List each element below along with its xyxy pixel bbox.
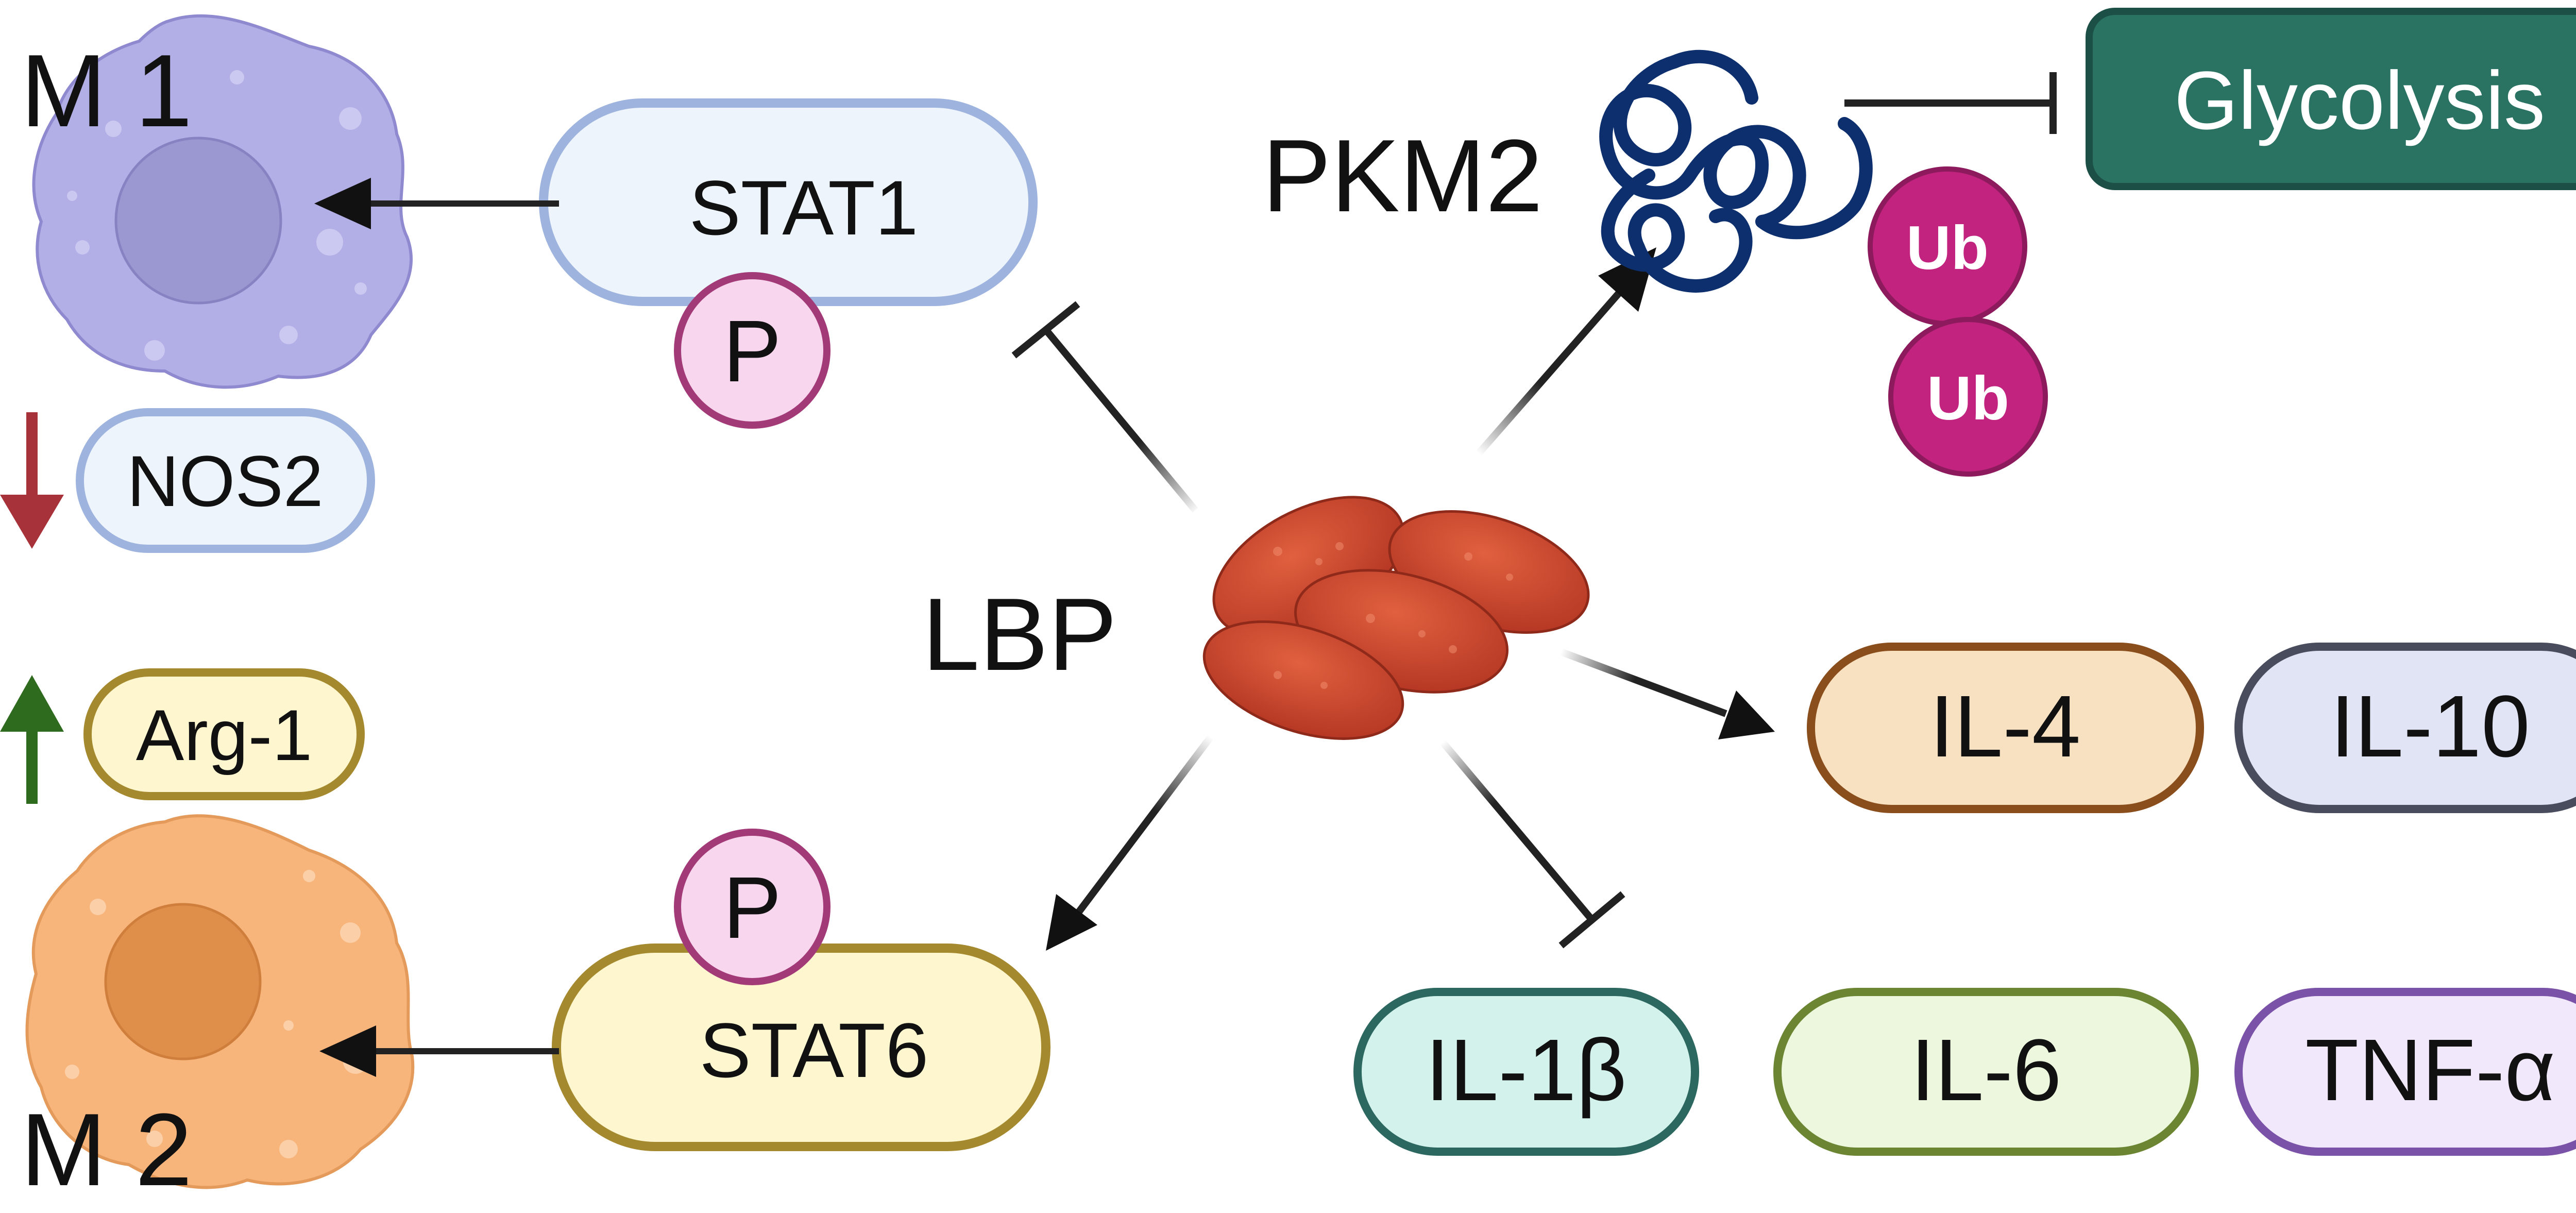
nos2-label: NOS2 xyxy=(127,441,323,521)
arg1-pill xyxy=(83,668,365,800)
down-arrow-icon xyxy=(0,412,64,549)
glycolysis-label: Glycolysis xyxy=(2174,54,2545,146)
arg1-label: Arg-1 xyxy=(136,695,312,776)
nos2-pill xyxy=(76,408,375,553)
stat1-to-m1-arrowhead xyxy=(314,178,371,229)
pkm2-protein-icon xyxy=(1599,49,1873,293)
ub-tag-1-label: Ub xyxy=(1906,213,1989,282)
lbp-berries-icon xyxy=(1202,496,1590,740)
il10-pill xyxy=(2234,643,2576,813)
stat6-node: STAT6 P xyxy=(552,829,1050,1151)
lbp-inhibits-cytokines-line xyxy=(1439,739,1595,922)
stat6-to-m2-arrowhead xyxy=(319,1025,376,1077)
lbp-to-stat6-arrowhead xyxy=(1046,894,1097,951)
lbp-inhibits-stat1-line xyxy=(1043,327,1198,513)
lbp-to-stat6-line xyxy=(1074,734,1214,917)
il10-label: IL-10 xyxy=(2330,678,2530,776)
stat6-label: STAT6 xyxy=(700,1007,929,1093)
nos2-node: NOS2 xyxy=(76,408,375,553)
glycolysis-box xyxy=(2086,8,2576,190)
stat1-label: STAT1 xyxy=(689,164,919,251)
m2-label: M 2 xyxy=(21,1092,192,1207)
il4-node: IL-4 xyxy=(1807,643,2204,813)
tnfa-pill xyxy=(2234,988,2576,1156)
lbp-inhibits-stat1-bar xyxy=(1011,301,1080,359)
lbp-inhibits-cytokines-bar xyxy=(1558,891,1625,949)
glycolysis-node: Glycolysis xyxy=(2086,8,2576,190)
tnfa-node: TNF-α xyxy=(2234,988,2576,1156)
m1-macrophage: M 1 xyxy=(21,14,413,389)
stat1-node: STAT1 P xyxy=(539,98,1038,429)
lbp-to-pkm2-line xyxy=(1476,286,1626,456)
m1-vesicles xyxy=(67,70,367,361)
il6-node: IL-6 xyxy=(1773,988,2199,1156)
lbp-label: LBP xyxy=(922,577,1117,692)
m2-nucleus xyxy=(104,903,262,1060)
il1b-pill xyxy=(1353,988,1699,1156)
stat1-phospho xyxy=(674,272,831,429)
pkm2-label: PKM2 xyxy=(1262,119,1543,233)
lbp-to-il4-arrowhead xyxy=(1718,690,1775,739)
il6-label: IL-6 xyxy=(1911,1021,2062,1119)
tnfa-label: TNF-α xyxy=(2305,1021,2555,1119)
stat6-phospho xyxy=(674,829,831,985)
il6-pill xyxy=(1773,988,2199,1156)
up-arrow-icon xyxy=(0,675,64,804)
m2-macrophage: M 2 xyxy=(21,814,415,1207)
stat1-phospho-label: P xyxy=(723,302,781,400)
ub-tag-2 xyxy=(1888,317,2048,477)
il1b-node: IL-1β xyxy=(1353,988,1699,1156)
lbp-to-il4-line xyxy=(1560,648,1727,717)
m1-nucleus xyxy=(114,137,282,305)
il4-label: IL-4 xyxy=(1930,678,2081,776)
ub-tag-2-label: Ub xyxy=(1927,364,2009,433)
arg1-node: Arg-1 xyxy=(83,668,365,800)
il1b-label: IL-1β xyxy=(1426,1021,1627,1119)
m1-label: M 1 xyxy=(21,33,192,148)
stat6-phospho-label: P xyxy=(723,859,781,957)
il4-pill xyxy=(1807,643,2204,813)
il10-node: IL-10 xyxy=(2234,643,2576,813)
